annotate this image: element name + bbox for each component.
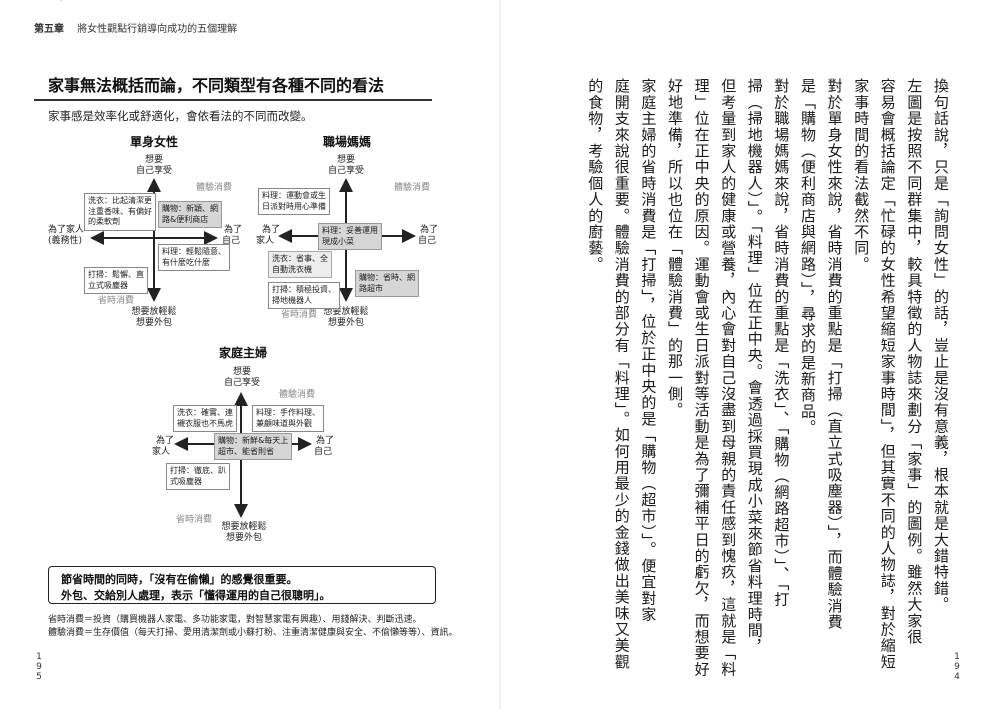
text-column: 左圖是按照不同群集中，較具特徵的人物誌來劃分「家事」的圖例。雖然大家很 xyxy=(905,78,924,645)
axis-left-line1: 為了 xyxy=(262,225,281,235)
section-heading: 家事無法概括而論，不同類型有各種不同的看法 xyxy=(48,76,385,95)
box-cooking-readymade: 料理：妥善運用現成小菜 xyxy=(318,223,382,250)
text-column: 是「購物（便利商店與網路）」，尋求的是新商品。 xyxy=(799,78,817,436)
axis-right-line2: 自己 xyxy=(222,236,241,246)
box-laundry: 洗衣：確實、連襯衣服也不馬虎 xyxy=(173,405,237,432)
text-column: 換句話說，只是「詢問女性」的話，豈止是沒有意義，根本就是大錯特錯。 xyxy=(932,78,950,613)
label-experience-consumption: 體驗消費 xyxy=(279,390,316,400)
box-shopping: 購物：新鮮&每天上超市、能省則省 xyxy=(214,433,293,460)
box-cooking: 料理：手作料理、兼顧味道與外觀 xyxy=(252,405,324,432)
summary-line-1: 節省時間的同時，「沒有在偷懶」的感覺很重要。 xyxy=(61,573,298,586)
diagram-title-working: 職場媽媽 xyxy=(322,135,372,149)
axis-right-line1: 為了 xyxy=(420,225,439,235)
text-column: 容易會概括論定「忙碌的女性希望縮短家事時間」，但其實不同的人物誌，對於縮短 xyxy=(878,78,897,670)
box-cleaning: 打掃：鬆懈、直立式吸塵器 xyxy=(84,267,148,294)
book-spine xyxy=(499,0,501,709)
text-column: 對於職場媽媽來說，省時消費的重點是「洗衣」、「購物（網路超市）」、「打 xyxy=(772,78,791,608)
axis-left-line1: 為了 xyxy=(156,436,175,446)
axis-top-line2: 自己享受 xyxy=(223,378,261,388)
box-laundry: 洗衣：比起清潔更注重香味、有偏好的柔軟劑 xyxy=(84,193,156,231)
text-column: 理」位在正中央的原因。運動會或生日派對等活動是為了彌補平日的虧欠，而想要好 xyxy=(692,78,711,678)
box-shopping: 購物：新穎、網路&便利商店 xyxy=(158,201,222,228)
axis-right-line1: 為了 xyxy=(316,436,335,446)
axis-bottom-line1: 想要放輕鬆 xyxy=(323,307,369,317)
chapter-number: 第五章 xyxy=(34,24,64,35)
label-time-saving-consumption: 省時消費 xyxy=(98,296,135,306)
label-time-saving-consumption: 省時消費 xyxy=(176,515,213,525)
box-cooking: 料理：輕鬆隨意、有什麼吃什麼 xyxy=(158,244,230,271)
text-column: 家事時間的看法截然不同。 xyxy=(852,78,871,273)
axis-left-line2: 家人 xyxy=(152,447,171,457)
label-experience-consumption: 體驗消費 xyxy=(196,183,233,193)
text-column: 掃（掃地機器人）」。「料理」位在正中央。會透過採買現成小菜來節省料理時間， xyxy=(745,78,764,655)
text-column: 家庭主婦的省時消費是「打掃」，位於正中央的是「購物（超市）」。便宜對家 xyxy=(639,78,658,623)
text-column: 好地準備，所以也位在「體驗消費」的那一側。 xyxy=(666,78,684,419)
axis-left-line2: (義務性) xyxy=(48,236,83,246)
text-column: 庭開支來說很重要。體驗消費的部分有「料理」。如何用最少的金錢做出美味又美觀 xyxy=(612,78,631,670)
summary-line-2: 外包、交給別人處理，表示「懂得運用的自己很聰明」。 xyxy=(61,589,331,602)
note-time-saving: 省時消費＝投資（購買機器人家電、多功能家電，對智慧家電有興趣）、用錢解決、判斷迅… xyxy=(48,615,422,625)
text-column: 的食物，考驗個人的廚藝。 xyxy=(586,78,605,273)
box-cleaning: 打掃：徹底、趴式吸塵器 xyxy=(166,463,230,490)
heading-rule xyxy=(34,99,432,101)
diagram-title-single: 單身女性 xyxy=(129,135,179,149)
note-experience: 體驗消費＝生存價值（每天打掃、愛用清潔劑或小蘇打粉、注重清潔健康與安全、不偷懶等… xyxy=(48,628,458,638)
box-cleaning: 打掃：積極投資、掃地機器人 xyxy=(268,282,340,309)
box-cooking-events: 料理：運動會或生日派對時用心準備 xyxy=(258,188,330,215)
section-subline: 家事感是效率化或舒適化，會依看法的不同而改變。 xyxy=(48,109,313,123)
diagram-title-housewife: 家庭主婦 xyxy=(218,346,268,360)
summary-box: 節省時間的同時，「沒有在偷懶」的感覺很重要。 外包、交給別人處理，表示「懂得運用… xyxy=(48,566,436,604)
axis-top-line2: 自己享受 xyxy=(327,166,365,176)
right-page-body: 換句話說，只是「詢問女性」的話，豈止是沒有意義，根本就是大錯特錯。左圖是按照不同… xyxy=(500,0,1000,709)
axis-top-line1: 想要 xyxy=(232,367,252,377)
axis-left-line2: 家人 xyxy=(256,236,275,246)
axis-right-line1: 為了 xyxy=(224,225,243,235)
axis-left-line1: 為了家人 xyxy=(48,225,85,235)
axis-bottom-line2: 想要外包 xyxy=(327,318,365,328)
label-experience-consumption: 體驗消費 xyxy=(394,183,431,193)
chapter-title: 將女性觀點行銷導向成功的五個理解 xyxy=(77,24,238,35)
text-column: 但考量到家人的健康或營養，內心會對自己沒盡到母親的責任感到愧疚，這就是「料 xyxy=(719,78,738,678)
axis-top-line1: 想要 xyxy=(144,155,164,165)
box-shopping: 購物：省時、網路超市 xyxy=(355,270,419,297)
axis-bottom-line1: 想要放輕鬆 xyxy=(221,522,267,532)
label-time-saving-consumption: 省時消費 xyxy=(281,310,318,320)
axis-right-line2: 自己 xyxy=(418,236,437,246)
text-column: 對於單身女性來說，省時消費的重點是「打掃（直立式吸塵器）」，而體驗消費 xyxy=(825,78,844,630)
axis-right-line2: 自己 xyxy=(314,447,333,457)
axis-top-line2: 自己享受 xyxy=(135,166,173,176)
axis-bottom-line2: 想要外包 xyxy=(135,318,173,328)
axis-bottom-line2: 想要外包 xyxy=(225,533,263,543)
axis-bottom-line1: 想要放輕鬆 xyxy=(131,307,177,317)
chapter-header: 第五章 將女性觀點行銷導向成功的五個理解 xyxy=(34,20,237,35)
axis-top-line1: 想要 xyxy=(336,155,356,165)
box-laundry: 洗衣：省事、全自動洗衣機 xyxy=(268,251,332,278)
